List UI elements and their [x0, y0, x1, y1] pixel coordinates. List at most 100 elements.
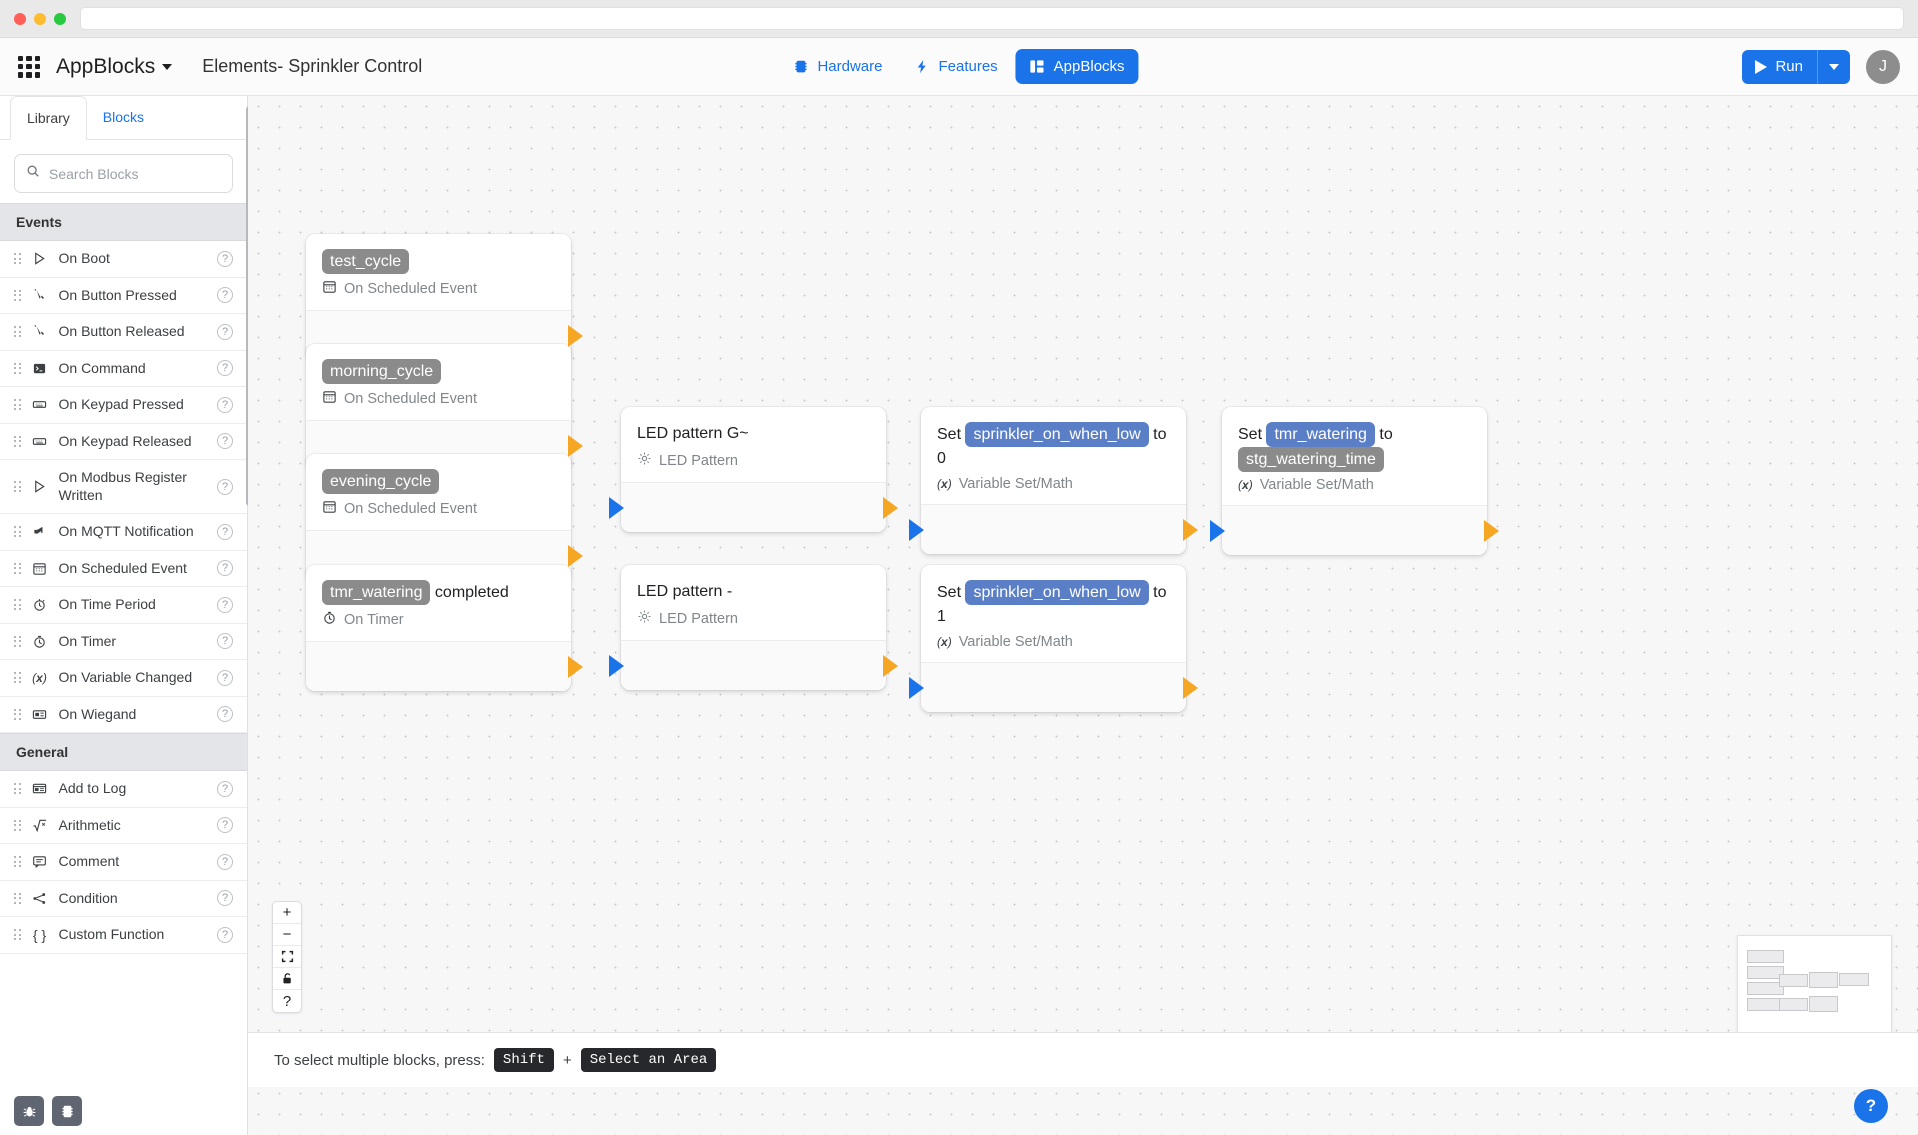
input-port[interactable]: [609, 654, 624, 677]
variable-pill[interactable]: stg_watering_time: [1238, 447, 1384, 473]
help-icon[interactable]: ?: [217, 560, 233, 577]
library-item-arithmetic[interactable]: Arithmetic?: [0, 808, 247, 844]
apps-grid-icon[interactable]: [18, 55, 40, 78]
library-item-on-modbus-register-written[interactable]: On Modbus Register Written?: [0, 460, 247, 514]
drag-handle-icon[interactable]: [14, 599, 21, 611]
help-icon[interactable]: ?: [217, 250, 233, 267]
help-icon[interactable]: ?: [217, 323, 233, 340]
drag-handle-icon[interactable]: [14, 635, 21, 647]
nav-item-hardware[interactable]: Hardware: [779, 49, 896, 84]
canvas-block[interactable]: Set sprinkler_on_when_low to 0(x)Variabl…: [909, 407, 1198, 555]
drag-handle-icon[interactable]: [14, 526, 21, 538]
avatar[interactable]: J: [1866, 49, 1900, 84]
output-port[interactable]: [568, 544, 583, 567]
library-item-on-scheduled-event[interactable]: On Scheduled Event?: [0, 551, 247, 587]
fit-to-screen-icon[interactable]: [273, 946, 301, 968]
help-icon[interactable]: ?: [217, 669, 233, 686]
drag-handle-icon[interactable]: [14, 289, 21, 301]
run-button-group[interactable]: Run: [1742, 49, 1850, 84]
close-window-button[interactable]: [14, 12, 26, 25]
canvas-block[interactable]: Set sprinkler_on_when_low to 1(x)Variabl…: [909, 565, 1198, 713]
drag-handle-icon[interactable]: [14, 856, 21, 868]
library-item-add-to-log[interactable]: Add to Log?: [0, 771, 247, 808]
canvas-minimap[interactable]: [1737, 935, 1892, 1033]
help-icon[interactable]: ?: [217, 478, 233, 495]
help-icon[interactable]: ?: [217, 433, 233, 450]
library-item-custom-function[interactable]: { }Custom Function?: [0, 917, 247, 954]
nav-item-appblocks[interactable]: AppBlocks: [1015, 49, 1139, 84]
help-icon[interactable]: ?: [217, 523, 233, 540]
library-item-comment[interactable]: Comment?: [0, 844, 247, 881]
output-port[interactable]: [883, 496, 898, 519]
drag-handle-icon[interactable]: [14, 435, 21, 447]
canvas-help-button[interactable]: ?: [282, 992, 292, 1010]
input-port[interactable]: [1210, 519, 1225, 542]
help-icon[interactable]: ?: [217, 780, 233, 797]
library-item-on-boot[interactable]: On Boot?: [0, 241, 247, 278]
help-icon[interactable]: ?: [217, 287, 233, 304]
help-icon[interactable]: ?: [217, 706, 233, 723]
drag-handle-icon[interactable]: [14, 362, 21, 374]
help-icon[interactable]: ?: [217, 633, 233, 650]
library-item-on-button-pressed[interactable]: On Button Pressed?: [0, 278, 247, 314]
library-item-on-wiegand[interactable]: On Wiegand?: [0, 697, 247, 733]
library-item-condition[interactable]: Condition?: [0, 881, 247, 917]
variable-pill[interactable]: test_cycle: [322, 249, 410, 275]
drag-handle-icon[interactable]: [14, 481, 21, 492]
variable-pill[interactable]: tmr_watering: [322, 580, 431, 606]
help-icon[interactable]: ?: [217, 926, 233, 943]
input-port[interactable]: [909, 518, 924, 541]
help-icon[interactable]: ?: [217, 853, 233, 870]
debug-button[interactable]: [14, 1096, 44, 1126]
drag-handle-icon[interactable]: [14, 819, 21, 831]
canvas-block[interactable]: Set tmr_watering to stg_watering_time(x)…: [1210, 407, 1499, 556]
drag-handle-icon[interactable]: [14, 399, 21, 411]
zoom-out-button[interactable]: −: [273, 924, 301, 946]
drag-handle-icon[interactable]: [14, 672, 21, 684]
output-port[interactable]: [1183, 518, 1198, 541]
canvas-block[interactable]: LED pattern -LED Pattern: [609, 565, 898, 690]
output-port[interactable]: [568, 655, 583, 678]
drag-handle-icon[interactable]: [14, 929, 21, 941]
help-icon[interactable]: ?: [217, 596, 233, 613]
browser-url-bar[interactable]: [80, 7, 1904, 30]
library-item-on-keypad-released[interactable]: On Keypad Released?: [0, 424, 247, 460]
drag-handle-icon[interactable]: [14, 783, 21, 795]
drag-handle-icon[interactable]: [14, 253, 21, 265]
input-port[interactable]: [609, 496, 624, 519]
variable-pill[interactable]: sprinkler_on_when_low: [965, 422, 1149, 448]
output-port[interactable]: [1484, 519, 1499, 542]
library-item-on-button-released[interactable]: On Button Released?: [0, 314, 247, 351]
zoom-in-button[interactable]: +: [273, 902, 301, 924]
variable-pill[interactable]: tmr_watering: [1266, 422, 1375, 448]
help-fab-button[interactable]: ?: [1854, 1089, 1888, 1123]
help-icon[interactable]: ?: [217, 817, 233, 834]
variable-pill[interactable]: evening_cycle: [322, 469, 440, 495]
tab-library[interactable]: Library: [10, 96, 87, 140]
help-icon[interactable]: ?: [217, 396, 233, 413]
library-item-on-keypad-pressed[interactable]: On Keypad Pressed?: [0, 387, 247, 424]
output-port[interactable]: [568, 434, 583, 457]
maximize-window-button[interactable]: [54, 12, 66, 25]
search-box[interactable]: [14, 154, 233, 193]
minimize-window-button[interactable]: [34, 12, 46, 25]
canvas-block[interactable]: LED pattern G~LED Pattern: [609, 407, 898, 532]
lock-icon[interactable]: [273, 968, 301, 990]
drag-handle-icon[interactable]: [14, 326, 21, 338]
device-button[interactable]: [52, 1096, 82, 1126]
library-item-on-timer[interactable]: On Timer?: [0, 624, 247, 660]
run-dropdown-button[interactable]: [1817, 49, 1850, 84]
search-input[interactable]: [49, 165, 221, 182]
tab-blocks[interactable]: Blocks: [102, 109, 145, 125]
drag-handle-icon[interactable]: [14, 892, 21, 904]
variable-pill[interactable]: sprinkler_on_when_low: [965, 580, 1149, 606]
output-port[interactable]: [568, 324, 583, 347]
library-item-on-mqtt-notification[interactable]: On MQTT Notification?: [0, 514, 247, 551]
variable-pill[interactable]: morning_cycle: [322, 359, 442, 385]
library-item-on-variable-changed[interactable]: (x)On Variable Changed?: [0, 660, 247, 697]
